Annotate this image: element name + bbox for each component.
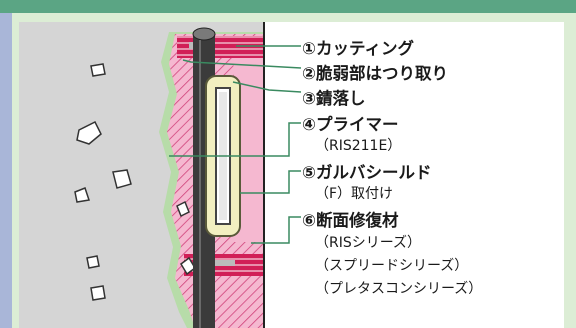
cross-section-illustration <box>19 22 302 328</box>
leader-line-5 <box>240 170 301 194</box>
label-4-text: プライマー <box>315 115 399 134</box>
label-2-text: 脆弱部はつり取り <box>315 64 448 83</box>
aggregate-stone <box>90 63 106 77</box>
label-1-cutting: ①カッティング <box>302 35 414 59</box>
label-5-sub: （F）取付け <box>315 186 394 202</box>
diagram-card: ①カッティング ②脆弱部はつり取り ③錆落し ④プライマー （RIS211E） … <box>19 22 564 328</box>
aggregate-stone <box>176 200 190 218</box>
leader-line-2 <box>182 59 302 69</box>
label-1-text: カッティング <box>315 39 414 58</box>
aggregate-stone <box>86 255 100 269</box>
leader-line-6 <box>251 216 301 244</box>
aggregate-stone <box>74 187 90 203</box>
aggregate-stone <box>112 169 132 189</box>
label-6-repair-material: ⑥断面修復材 <box>302 207 398 231</box>
label-3-rust-removal: ③錆落し <box>302 85 365 109</box>
label-4-number: ④ <box>302 115 316 134</box>
label-1-number: ① <box>302 39 316 58</box>
label-3-text: 錆落し <box>315 89 366 108</box>
aggregate-stone <box>90 285 106 301</box>
label-2-weak-removal: ②脆弱部はつり取り <box>302 60 448 84</box>
leader-line-3 <box>232 81 302 93</box>
label-2-number: ② <box>302 64 316 83</box>
rebar-top <box>192 27 216 41</box>
label-6-number: ⑥ <box>302 211 316 230</box>
label-6-sub-2: （スプリードシリーズ） <box>315 258 469 274</box>
label-6-sub-3: （プレタスコンシリーズ） <box>315 281 483 297</box>
label-4-sub: （RIS211E） <box>315 138 402 154</box>
label-5-galvashield: ⑤ガルバシールド <box>302 159 431 183</box>
label-5-text: ガルバシールド <box>315 163 432 182</box>
top-frame-bar <box>0 0 576 13</box>
label-4-primer: ④プライマー <box>302 111 398 135</box>
label-5-number: ⑤ <box>302 163 316 182</box>
left-frame-bar <box>0 13 12 328</box>
label-6-text: 断面修復材 <box>315 211 399 230</box>
label-6-sub-1: （RISシリーズ） <box>315 235 422 251</box>
leader-line-4 <box>169 122 301 157</box>
label-3-number: ③ <box>302 89 316 108</box>
aggregate-stone <box>76 120 102 145</box>
edge-sliver-bottom <box>215 260 235 266</box>
